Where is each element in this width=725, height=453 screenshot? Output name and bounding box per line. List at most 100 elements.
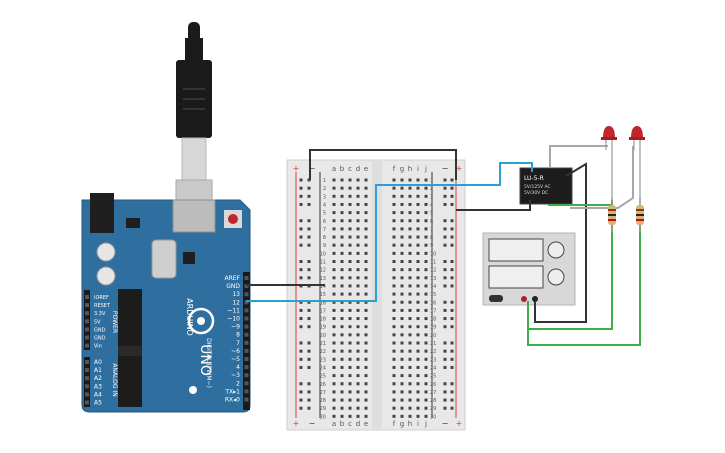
rail-hole[interactable]	[307, 235, 311, 239]
breadboard-hole[interactable]	[392, 406, 396, 410]
breadboard-hole[interactable]	[348, 406, 352, 410]
breadboard-hole[interactable]	[416, 300, 420, 304]
breadboard-hole[interactable]	[364, 308, 368, 312]
breadboard-hole[interactable]	[356, 325, 360, 329]
breadboard-hole[interactable]	[332, 186, 336, 190]
breadboard-hole[interactable]	[348, 317, 352, 321]
breadboard-hole[interactable]	[400, 268, 404, 272]
breadboard-hole[interactable]	[416, 227, 420, 231]
rail-hole[interactable]	[443, 276, 447, 280]
breadboard-hole[interactable]	[332, 292, 336, 296]
breadboard-hole[interactable]	[364, 202, 368, 206]
breadboard-hole[interactable]	[392, 300, 396, 304]
breadboard-hole[interactable]	[348, 186, 352, 190]
breadboard-hole[interactable]	[332, 341, 336, 345]
breadboard-hole[interactable]	[348, 349, 352, 353]
breadboard-hole[interactable]	[364, 317, 368, 321]
rail-hole[interactable]	[443, 398, 447, 402]
rail-hole[interactable]	[299, 341, 303, 345]
breadboard-hole[interactable]	[424, 398, 428, 402]
breadboard-hole[interactable]	[424, 300, 428, 304]
breadboard-hole[interactable]	[408, 268, 412, 272]
breadboard-hole[interactable]	[364, 227, 368, 231]
breadboard-hole[interactable]	[364, 211, 368, 215]
breadboard-hole[interactable]	[356, 414, 360, 418]
power-pin[interactable]	[85, 311, 89, 316]
breadboard-hole[interactable]	[424, 260, 428, 263]
breadboard-hole[interactable]	[392, 357, 396, 361]
rail-hole[interactable]	[299, 202, 303, 206]
rail-hole[interactable]	[450, 341, 454, 345]
breadboard-hole[interactable]	[408, 406, 412, 410]
breadboard-hole[interactable]	[416, 317, 420, 321]
breadboard-hole[interactable]	[364, 374, 368, 378]
rail-hole[interactable]	[307, 317, 311, 321]
breadboard-hole[interactable]	[424, 317, 428, 321]
rail-hole[interactable]	[443, 341, 447, 345]
breadboard-hole[interactable]	[356, 374, 360, 378]
rail-hole[interactable]	[450, 357, 454, 361]
breadboard-hole[interactable]	[392, 227, 396, 231]
rail-hole[interactable]	[443, 325, 447, 329]
breadboard-hole[interactable]	[392, 317, 396, 321]
breadboard-hole[interactable]	[408, 341, 412, 345]
breadboard-hole[interactable]	[400, 382, 404, 386]
breadboard-hole[interactable]	[340, 317, 344, 321]
rail-hole[interactable]	[443, 194, 447, 198]
rail-hole[interactable]	[450, 382, 454, 386]
digital-pin[interactable]	[244, 276, 249, 280]
breadboard-hole[interactable]	[332, 300, 336, 304]
analog-pin[interactable]	[85, 400, 89, 405]
breadboard-hole[interactable]	[364, 414, 368, 418]
breadboard-hole[interactable]	[340, 219, 344, 223]
breadboard-hole[interactable]	[332, 284, 336, 288]
breadboard-hole[interactable]	[400, 235, 404, 239]
breadboard-hole[interactable]	[340, 260, 344, 263]
rail-hole[interactable]	[450, 300, 454, 304]
breadboard-hole[interactable]	[400, 284, 404, 288]
breadboard-hole[interactable]	[392, 276, 396, 280]
breadboard-hole[interactable]	[392, 219, 396, 223]
breadboard-hole[interactable]	[400, 202, 404, 206]
breadboard-hole[interactable]	[408, 243, 412, 247]
rail-hole[interactable]	[450, 219, 454, 223]
breadboard-hole[interactable]	[416, 374, 420, 378]
breadboard-hole[interactable]	[392, 243, 396, 247]
power-pin[interactable]	[85, 319, 89, 324]
breadboard-hole[interactable]	[408, 414, 412, 418]
rail-hole[interactable]	[443, 308, 447, 312]
breadboard-hole[interactable]	[408, 308, 412, 312]
breadboard-hole[interactable]	[400, 243, 404, 247]
digital-pin[interactable]	[244, 397, 249, 402]
breadboard-hole[interactable]	[332, 374, 336, 378]
breadboard-hole[interactable]	[356, 219, 360, 223]
breadboard-hole[interactable]	[348, 300, 352, 304]
rail-hole[interactable]	[450, 227, 454, 231]
breadboard-hole[interactable]	[416, 211, 420, 215]
rail-hole[interactable]	[443, 349, 447, 353]
breadboard-hole[interactable]	[340, 211, 344, 215]
breadboard-hole[interactable]	[356, 276, 360, 280]
breadboard-hole[interactable]	[424, 211, 428, 215]
breadboard-hole[interactable]	[424, 414, 428, 418]
breadboard-hole[interactable]	[356, 349, 360, 353]
breadboard-hole[interactable]	[400, 276, 404, 280]
breadboard-hole[interactable]	[340, 194, 344, 198]
breadboard-hole[interactable]	[408, 317, 412, 321]
breadboard-hole[interactable]	[348, 251, 352, 255]
breadboard-hole[interactable]	[400, 341, 404, 345]
breadboard-hole[interactable]	[400, 260, 404, 263]
digital-pin[interactable]	[244, 357, 249, 361]
rail-hole[interactable]	[307, 300, 311, 304]
breadboard-hole[interactable]	[332, 349, 336, 353]
breadboard-hole[interactable]	[356, 194, 360, 198]
breadboard-hole[interactable]	[356, 398, 360, 402]
breadboard-hole[interactable]	[332, 251, 336, 255]
breadboard-hole[interactable]	[416, 333, 420, 337]
breadboard-hole[interactable]	[408, 194, 412, 198]
breadboard-hole[interactable]	[416, 292, 420, 296]
breadboard-hole[interactable]	[416, 178, 420, 182]
breadboard-hole[interactable]	[348, 194, 352, 198]
breadboard-hole[interactable]	[424, 406, 428, 410]
breadboard-hole[interactable]	[340, 341, 344, 345]
